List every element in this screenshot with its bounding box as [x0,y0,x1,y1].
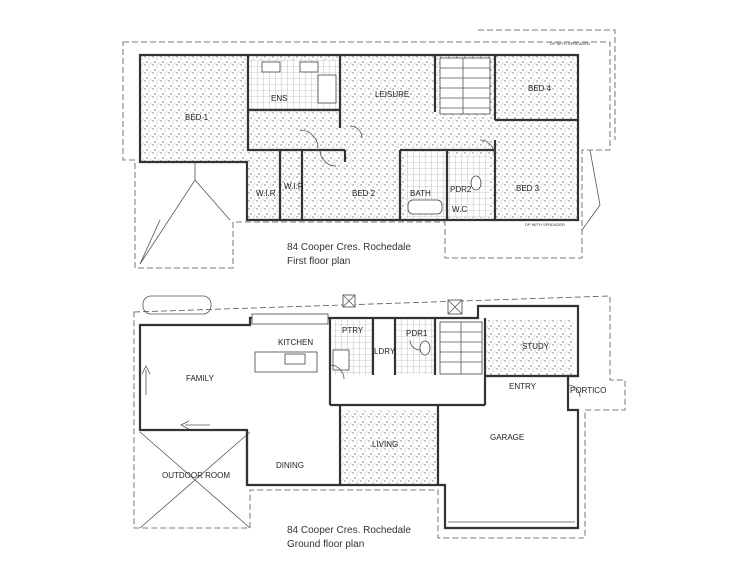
downpipe-note-top: DP WITH SPREADER [550,41,590,46]
room-label-laundry: LDRY [374,347,396,356]
room-label-bed-4: BED 4 [528,84,552,93]
room-label-pdr-1: PDR1 [406,329,428,338]
room-label-dining: DINING [276,461,304,470]
room-label-leisure: LEISURE [375,90,409,99]
ground-floor-caption-address: 84 Cooper Cres. Rochedale [287,525,411,536]
ground-floor-plan: KITCHEN PTRY LDRY PDR1 STUDY FAMILY ENTR… [133,294,626,550]
stair-icon [439,321,483,375]
basin-icon [261,61,281,73]
basin-icon [299,61,319,73]
room-label-outdoor-room: OUTDOOR ROOM [162,471,230,480]
first-floor-plan: BED 1 ENS LEISURE BED 4 W.I.R W.I.R BED … [122,29,616,269]
stair-icon [439,57,491,115]
room-label-bed-3: BED 3 [516,184,540,193]
bathtub-icon [407,199,443,215]
room-label-kitchen: KITCHEN [278,338,313,347]
spa-outline [142,295,212,315]
room-label-wc: W.C [452,205,467,214]
first-floor-caption-title: First floor plan [287,256,350,267]
first-floor-caption-address: 84 Cooper Cres. Rochedale [287,242,411,253]
ground-floor-caption-title: Ground floor plan [287,539,364,550]
room-label-study: STUDY [522,342,550,351]
room-label-bed-1: BED 1 [185,113,209,122]
room-label-family: FAMILY [186,374,215,383]
toilet-icon [470,175,482,191]
room-label-portico: PORTICO [570,386,606,395]
downpipe-note-bottom: DP WITH SPREADER [525,222,565,227]
room-label-ensuite: ENS [271,94,287,103]
room-label-bath: BATH [410,189,431,198]
toilet-icon [419,340,431,356]
room-label-entry: ENTRY [509,382,537,391]
fridge-icon [332,349,350,371]
room-label-pantry: PTRY [342,326,364,335]
sink-icon [284,353,306,365]
room-label-pdr-2: PDR2 [450,185,472,194]
room-label-living: LIVING [372,440,398,449]
room-label-bed-2: BED 2 [352,189,376,198]
room-label-wir-1: W.I.R [256,189,276,198]
room-label-wir-2: W.I.R [284,182,304,191]
shower-icon [317,74,337,104]
room-label-garage: GARAGE [490,433,524,442]
kitchen-bench [251,313,329,325]
